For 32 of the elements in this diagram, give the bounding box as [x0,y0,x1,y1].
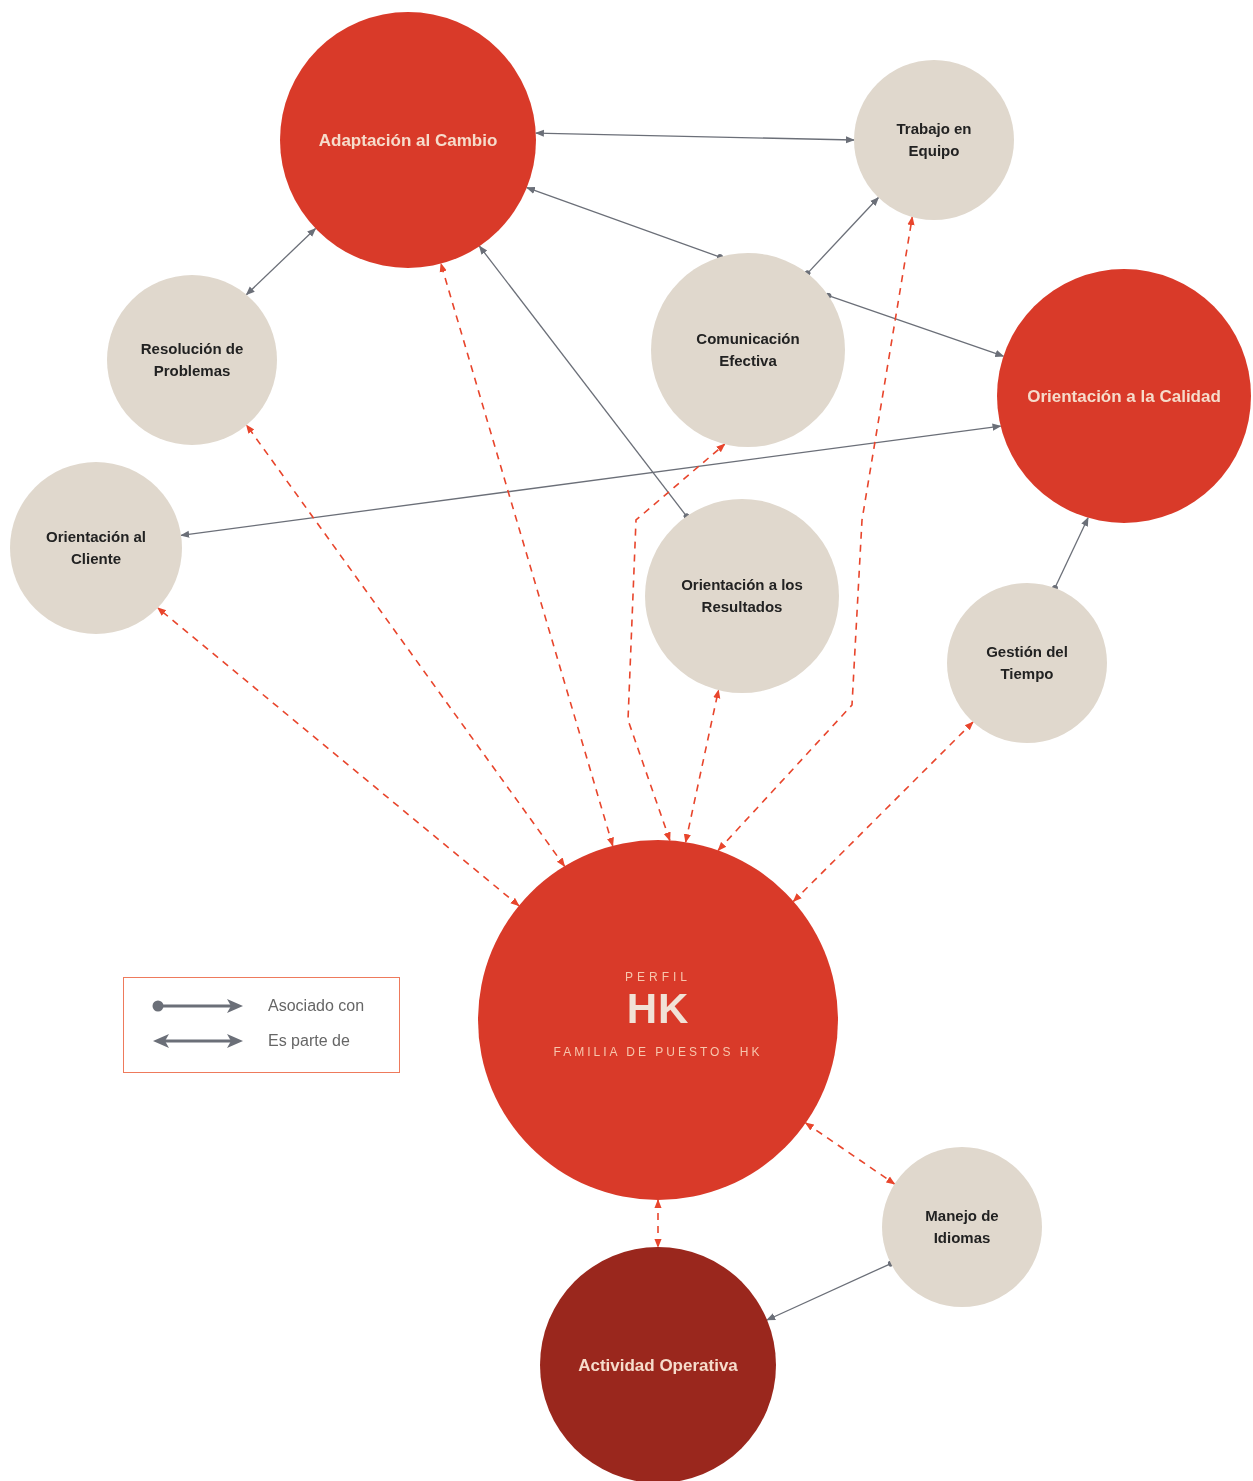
subtitle: PERFIL [625,969,691,986]
node-label: Adaptación al Cambio [318,129,498,152]
legend-label: Asociado con [268,997,365,1015]
node-label: Trabajo en Equipo [895,119,973,161]
node-label: Actividad Operativa [578,1354,738,1377]
subtitle: FAMILIA DE PUESTOS HK [553,1044,763,1061]
node-label: Resolución de Problemas [139,339,245,381]
legend-label: Es parte de [268,1032,350,1050]
dashed-arrow [717,216,915,852]
dashed-arrow [245,424,566,867]
dashed-arrow [627,443,726,842]
arrow [180,423,1002,538]
title: HK [626,986,690,1032]
arrow [478,245,690,520]
dashed-arrow [156,607,520,907]
node-label: Orientación a la Calidad [1027,385,1221,408]
arrow [825,292,1005,357]
arrow [245,227,317,296]
arrow [534,129,855,144]
dashed-arrow [792,721,974,903]
node-label: Comunicación Efectiva [695,329,801,371]
node-label: Gestión del Tiempo [985,642,1069,684]
arrow [804,196,880,277]
dashed-arrow [654,1199,662,1248]
arrow [766,1260,894,1321]
arrow [1051,517,1089,591]
dashed-arrow [804,1122,896,1185]
node-label: Manejo de Idiomas [924,1206,1000,1248]
dashed-arrow [439,262,614,847]
node-label: Orientación a los Resultados [680,575,804,617]
node-label: Orientación al Cliente [45,527,147,569]
dashed-arrow [683,689,721,843]
